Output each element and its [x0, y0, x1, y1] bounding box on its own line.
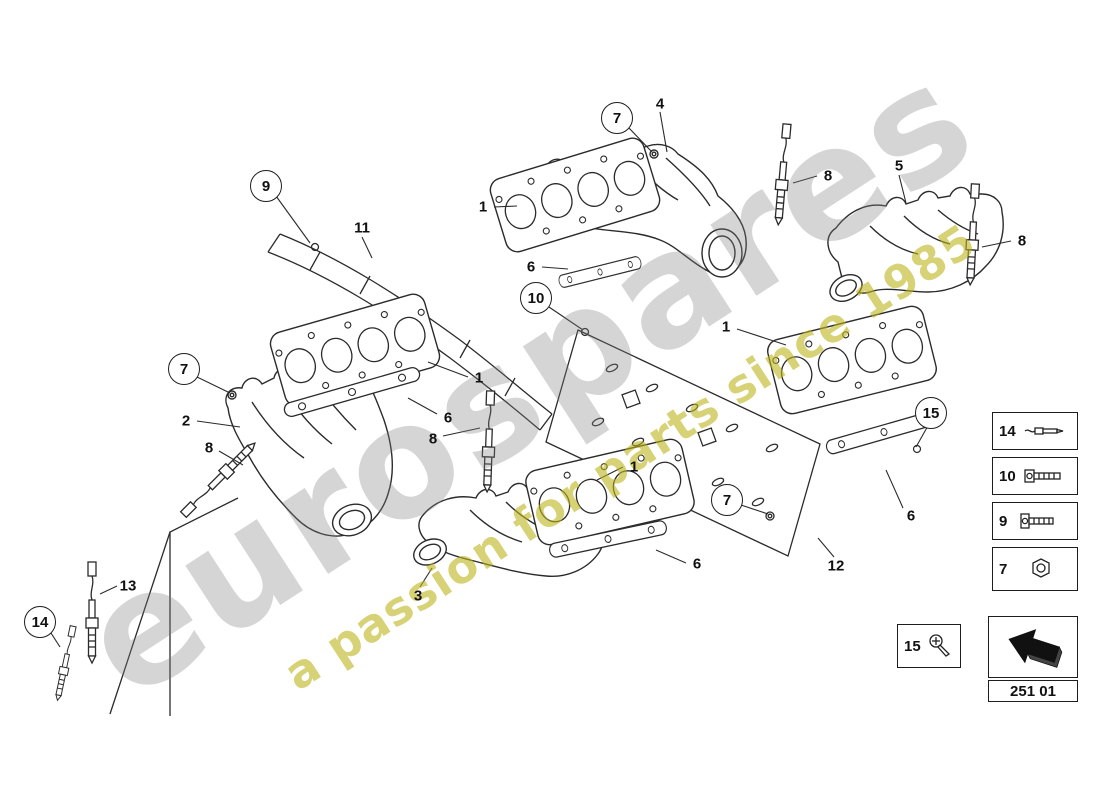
- oxygen-sensor-icon: [1020, 420, 1071, 442]
- legend-nav-box[interactable]: [988, 616, 1078, 678]
- cap-nut-icon: [1011, 556, 1071, 582]
- callout-6-4[interactable]: 6: [692, 555, 702, 573]
- callout-1-3[interactable]: 1: [474, 369, 484, 387]
- callout-13[interactable]: 13: [119, 577, 137, 595]
- callout-6-3[interactable]: 6: [906, 507, 916, 525]
- socket-bolt-icon: [1020, 465, 1071, 487]
- detail-bracket: [109, 497, 239, 716]
- legend-label-9: 9: [999, 512, 1008, 530]
- legend-label-7: 7: [999, 560, 1008, 578]
- callout-14[interactable]: 14: [24, 606, 56, 638]
- callout-2[interactable]: 2: [181, 412, 191, 430]
- heat-shield-12-drawing: [545, 327, 821, 557]
- callout-7-1[interactable]: 7: [601, 102, 633, 134]
- callout-9[interactable]: 9: [250, 170, 282, 202]
- back-arrow-icon: [995, 624, 1071, 670]
- callout-7-3[interactable]: 7: [711, 484, 743, 516]
- callout-1-1[interactable]: 1: [478, 198, 488, 216]
- callout-6-2[interactable]: 6: [443, 409, 453, 427]
- manifold-2-drawing: [225, 357, 393, 537]
- callout-8-4[interactable]: 8: [204, 439, 214, 457]
- callout-7-2[interactable]: 7: [168, 353, 200, 385]
- hex-bolt-icon: [1011, 510, 1071, 532]
- callout-11[interactable]: 11: [354, 219, 370, 237]
- pan-screw-icon: [925, 632, 955, 660]
- diagram-code: 251 01: [988, 680, 1078, 702]
- callout-8-3[interactable]: 8: [428, 430, 438, 448]
- callout-12[interactable]: 12: [827, 557, 845, 575]
- legend-item-14[interactable]: 14: [992, 412, 1078, 450]
- callout-6-1[interactable]: 6: [526, 258, 536, 276]
- callout-10[interactable]: 10: [520, 282, 552, 314]
- callout-8-1[interactable]: 8: [823, 167, 833, 185]
- callout-4[interactable]: 4: [655, 95, 665, 113]
- manifold-5-drawing: [827, 186, 1004, 302]
- legend-item-9[interactable]: 9: [992, 502, 1078, 540]
- callout-15[interactable]: 15: [915, 397, 947, 429]
- leader-lines: [48, 111, 1012, 648]
- legend-label-14: 14: [999, 422, 1016, 440]
- callout-5[interactable]: 5: [894, 157, 904, 175]
- legend-item-7[interactable]: 7: [992, 547, 1078, 591]
- legend-item-15[interactable]: 15: [897, 624, 961, 668]
- callout-3[interactable]: 3: [413, 587, 423, 605]
- callout-8-2[interactable]: 8: [1017, 232, 1027, 250]
- callout-1-4[interactable]: 1: [629, 458, 639, 476]
- legend-label-15: 15: [904, 637, 921, 655]
- callout-1-2[interactable]: 1: [721, 318, 731, 336]
- legend-item-10[interactable]: 10: [992, 457, 1078, 495]
- legend-label-10: 10: [999, 467, 1016, 485]
